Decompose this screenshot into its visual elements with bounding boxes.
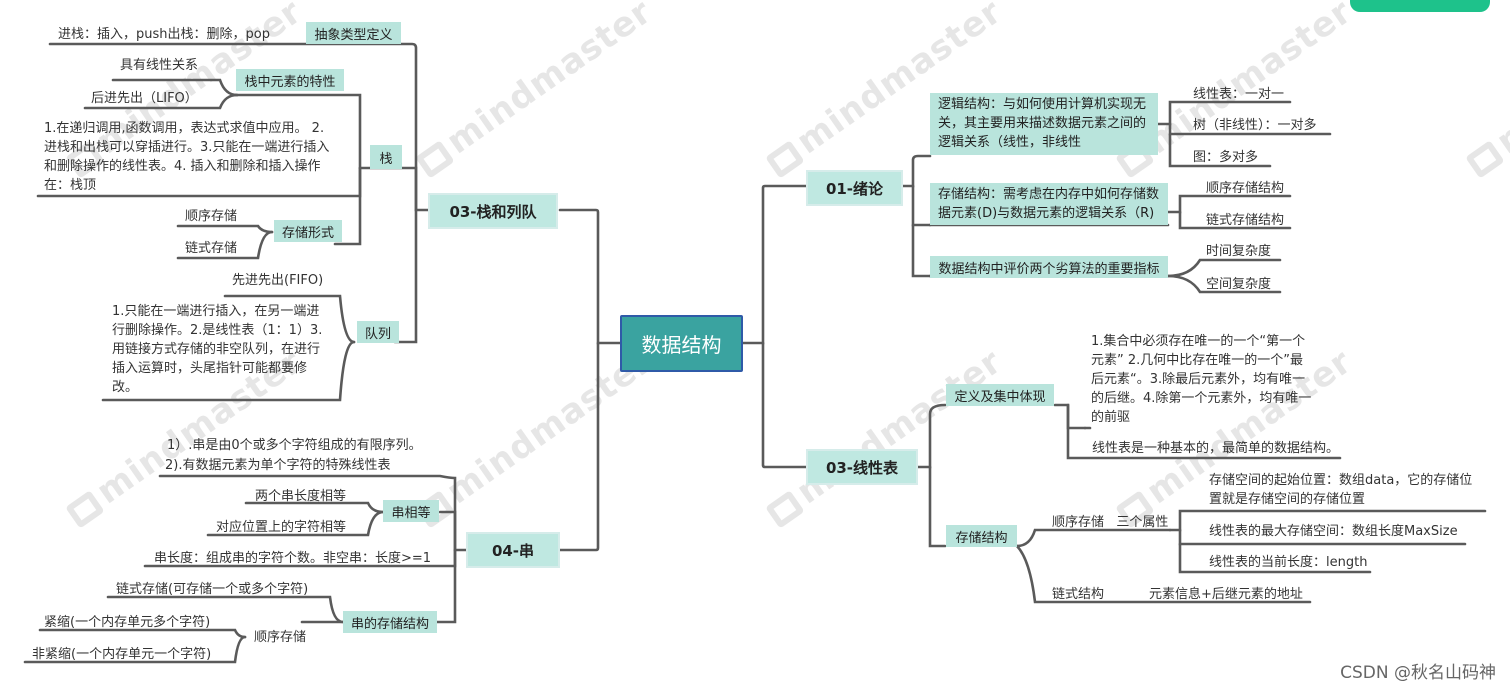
linear-def-item: 线性表是一种基本的，最简单的数据结构。 <box>1092 441 1340 456</box>
storage-structure-node[interactable]: 存储结构：需考虑在内存中如何存储数据元素(D)与数据元素的逻辑关系（R) <box>930 183 1168 225</box>
linear-seq-item: 线性表的最大存储空间：数组长度MaxSize <box>1209 524 1458 539</box>
stack-desc-text: 1.在递归调用,函数调用，表达式求值中应用。 2.进栈和出栈可以穿插进行。3.只… <box>44 121 330 193</box>
logical-item: 图：多对多 <box>1193 150 1259 165</box>
stack-storage-item: 顺序存储 <box>185 209 238 224</box>
root-node[interactable]: 数据结构 <box>620 315 743 372</box>
string-seq-item: 紧缩(一个内存单元多个字符) <box>44 615 211 630</box>
node-label: 队列 <box>364 326 391 342</box>
node-label: 栈 <box>379 151 393 167</box>
branch-string[interactable]: 04-串 <box>466 532 560 568</box>
linear-seq-node[interactable]: 顺序存储 三个属性 <box>1052 515 1169 530</box>
node-label: 定义及集中体现 <box>954 389 1046 405</box>
string-seq-node[interactable]: 顺序存储 <box>254 630 307 645</box>
node-label: 串相等 <box>391 505 431 521</box>
logical-item: 树（非线性）：一对多 <box>1193 118 1317 133</box>
linear-def-node[interactable]: 定义及集中体现 <box>946 384 1054 406</box>
string-def-item: 1）.串是由0个或多个字符组成的有限序列。 <box>167 438 422 453</box>
logical-structure-node[interactable]: 逻辑结构：与如何使用计算机实现无关，其主要用来描述数据元素之间的逻辑关系（线性，… <box>930 93 1158 155</box>
string-equal-item: 对应位置上的字符相等 <box>216 520 347 535</box>
queue-desc-text: 1.只能在一端进行插入，在另一端进行删除操作。2.是线性表（1：1）3.用链接方… <box>112 304 323 395</box>
stack-storage-item: 链式存储 <box>185 241 238 256</box>
node-label: 数据结构中评价两个劣算法的重要指标 <box>938 261 1160 277</box>
stack-features-node[interactable]: 栈中元素的特性 <box>236 69 344 91</box>
root-label: 数据结构 <box>641 333 722 357</box>
branch-stack-queue[interactable]: 03-栈和列队 <box>428 193 558 229</box>
branch-label: 04-串 <box>491 541 535 560</box>
node-label: 抽象类型定义 <box>314 27 393 43</box>
stack-adt-text: 进栈：插入，push出栈：删除，pop <box>58 27 270 42</box>
storage-item: 链式存储结构 <box>1206 213 1285 228</box>
node-label: 存储形式 <box>281 225 334 241</box>
linear-linked-node[interactable]: 链式结构 <box>1052 587 1105 602</box>
stack-adt-node[interactable]: 抽象类型定义 <box>306 22 401 44</box>
top-action-button[interactable] <box>1350 0 1490 12</box>
branch-label: 01-绪论 <box>825 179 884 198</box>
metric-item: 时间复杂度 <box>1206 244 1272 259</box>
string-linked-text: 链式存储(可存储一个或多个字符) <box>116 582 309 597</box>
node-label: 存储结构 <box>955 530 1008 546</box>
linear-seq-item: 线性表的当前长度：length <box>1209 555 1368 570</box>
logical-item: 线性表：一对一 <box>1193 87 1285 102</box>
queue-fifo-text: 先进先出(FIFO) <box>232 273 324 288</box>
footer-credit: CSDN @秋名山码神 <box>1340 663 1496 683</box>
string-seq-item: 非紧缩(一个内存单元一个字符) <box>32 647 212 662</box>
linear-storage-node[interactable]: 存储结构 <box>946 525 1017 547</box>
string-equal-node[interactable]: 串相等 <box>383 500 439 522</box>
string-storage-node[interactable]: 串的存储结构 <box>343 611 437 633</box>
node-label: 串的存储结构 <box>350 616 429 632</box>
storage-item: 顺序存储结构 <box>1206 181 1285 196</box>
stack-feature-item: 后进先出（LIFO） <box>91 91 198 106</box>
string-equal-item: 两个串长度相等 <box>255 489 347 504</box>
branch-label: 03-栈和列队 <box>449 202 537 221</box>
string-def-item: 2).有数据元素为单个字符的特殊线性表 <box>165 458 391 473</box>
string-length-text: 串长度：组成串的字符个数。非空串：长度>=1 <box>154 551 432 566</box>
linear-def-item: 1.集合中必须存在唯一的一个“第一个元素” 2.几何中比存在唯一的一个”最后元素… <box>1091 334 1312 425</box>
node-label: 栈中元素的特性 <box>244 74 336 90</box>
branch-linear-list[interactable]: 03-线性表 <box>806 449 918 485</box>
stack-node[interactable]: 栈 <box>370 145 402 169</box>
branch-label: 03-线性表 <box>825 458 899 477</box>
stack-feature-item: 具有线性关系 <box>120 58 199 73</box>
stack-storage-node[interactable]: 存储形式 <box>274 220 342 242</box>
queue-node[interactable]: 队列 <box>357 321 399 343</box>
metric-item: 空间复杂度 <box>1206 277 1272 292</box>
linear-linked-item: 元素信息+后继元素的地址 <box>1149 587 1303 602</box>
linear-seq-item: 存储空间的起始位置：数组data，它的存储位置就是存储空间的存储位置 <box>1209 473 1473 507</box>
algorithm-metrics-node[interactable]: 数据结构中评价两个劣算法的重要指标 <box>930 256 1168 278</box>
branch-intro[interactable]: 01-绪论 <box>806 170 903 206</box>
